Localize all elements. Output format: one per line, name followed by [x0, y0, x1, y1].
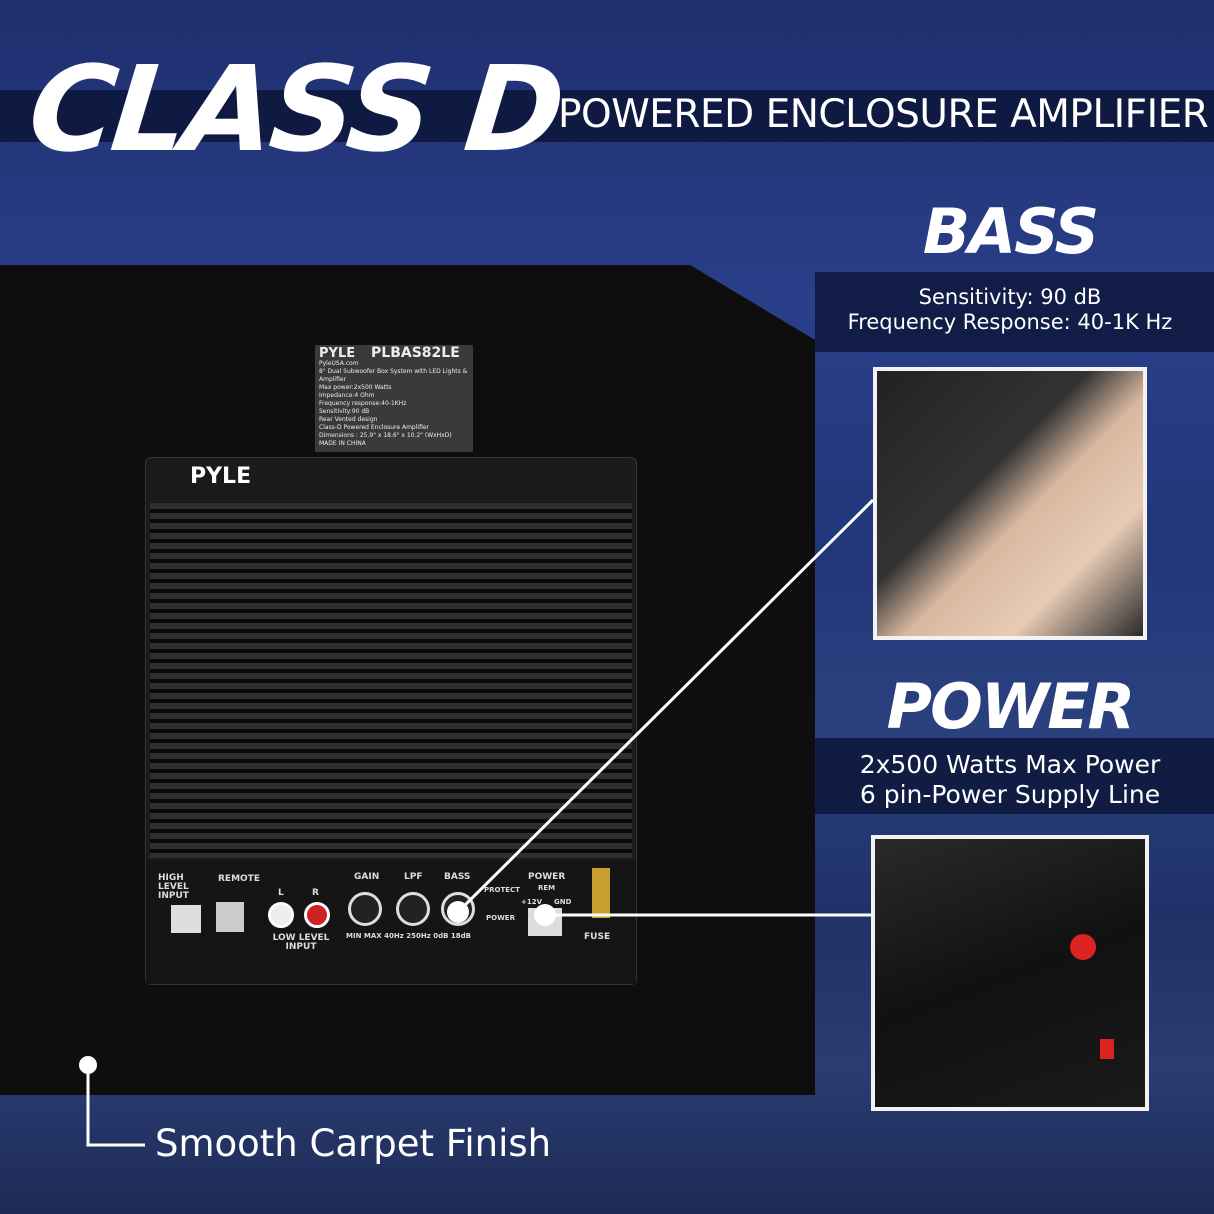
- sticker-brand: PYLE: [319, 346, 356, 361]
- spec: Rear Vented design: [319, 416, 378, 423]
- bass-callout-dot: [447, 901, 469, 923]
- power-heading: POWER: [886, 670, 1136, 743]
- bass-band: [815, 272, 1214, 352]
- heatsink-fins: [150, 503, 632, 858]
- subtitle: POWERED ENCLOSURE AMPLIFIER: [558, 92, 1209, 137]
- bass-sensitivity: Sensitivity: 90 dB: [918, 285, 1102, 309]
- power-callout-dot: [534, 904, 556, 926]
- label: +12V: [521, 898, 543, 906]
- spec: Dimensions : 25.9" x 18.6" x 10.2" (WxHx…: [319, 432, 452, 439]
- label: POWER: [528, 872, 566, 882]
- label: REM: [538, 884, 556, 892]
- spec: 8" Dual Subwoofer Box System with LED Li…: [319, 368, 468, 383]
- label: 0dB: [433, 932, 449, 940]
- label: L: [278, 888, 284, 898]
- label: GAIN: [354, 872, 380, 882]
- spec: MADE IN CHINA: [319, 440, 366, 447]
- power-watts: 2x500 Watts Max Power: [859, 750, 1161, 779]
- spec: Impedance:4 Ohm: [319, 392, 375, 399]
- label: FUSE: [584, 932, 611, 942]
- label: MAX: [363, 932, 382, 940]
- label: LPF: [404, 872, 423, 882]
- spec-sticker: PYLE PLBAS82LE PyleUSA.com 8" Dual Subwo…: [315, 345, 473, 452]
- spec: Class-D Powered Enclosure Amplifier: [319, 424, 430, 431]
- label: BASS: [444, 872, 471, 882]
- label: 250Hz: [406, 932, 431, 940]
- label: HIGH LEVEL INPUT: [158, 873, 189, 901]
- amp-brand: PYLE: [190, 464, 252, 489]
- bass-knob-photo: [873, 367, 1147, 640]
- power-supply: 6 pin-Power Supply Line: [859, 780, 1161, 809]
- label: 18dB: [450, 932, 471, 940]
- rca-left[interactable]: [268, 902, 294, 928]
- label: POWER: [486, 914, 515, 922]
- remote-port[interactable]: [216, 902, 244, 932]
- gain-knob[interactable]: [348, 892, 382, 926]
- power-band: [815, 738, 1214, 814]
- label: 40Hz: [384, 932, 404, 940]
- bass-callout-line: [456, 498, 875, 914]
- lpf-knob[interactable]: [396, 892, 430, 926]
- label: PROTECT: [484, 886, 520, 894]
- fuse[interactable]: [592, 868, 610, 918]
- bass-frequency: Frequency Response: 40-1K Hz: [847, 310, 1173, 334]
- amplifier-plate: PYLE HIGH LEVEL INPUT REMOTE L R LOW LEV…: [145, 457, 637, 985]
- power-connector-photo: [871, 835, 1149, 1111]
- bass-heading: BASS: [922, 195, 1099, 268]
- carpet-callout-line: [86, 1065, 145, 1147]
- label: LOW LEVEL INPUT: [272, 933, 330, 952]
- label: MIN: [346, 932, 362, 940]
- high-level-connector[interactable]: [171, 905, 201, 933]
- spec: Max power:2x500 Watts: [319, 384, 392, 391]
- control-panel: HIGH LEVEL INPUT REMOTE L R LOW LEVEL IN…: [146, 860, 636, 984]
- label: REMOTE: [218, 874, 260, 884]
- label: GND: [554, 898, 572, 906]
- rca-right[interactable]: [304, 902, 330, 928]
- sticker-site: PyleUSA.com: [319, 360, 359, 367]
- label: R: [312, 888, 319, 898]
- spec: Sensitivity:90 dB: [319, 408, 370, 415]
- carpet-caption: Smooth Carpet Finish: [155, 1122, 552, 1165]
- spec: Frequency response:40-1KHz: [319, 400, 407, 407]
- title-band: [0, 90, 1214, 142]
- sticker-model: PLBAS82LE: [371, 345, 460, 361]
